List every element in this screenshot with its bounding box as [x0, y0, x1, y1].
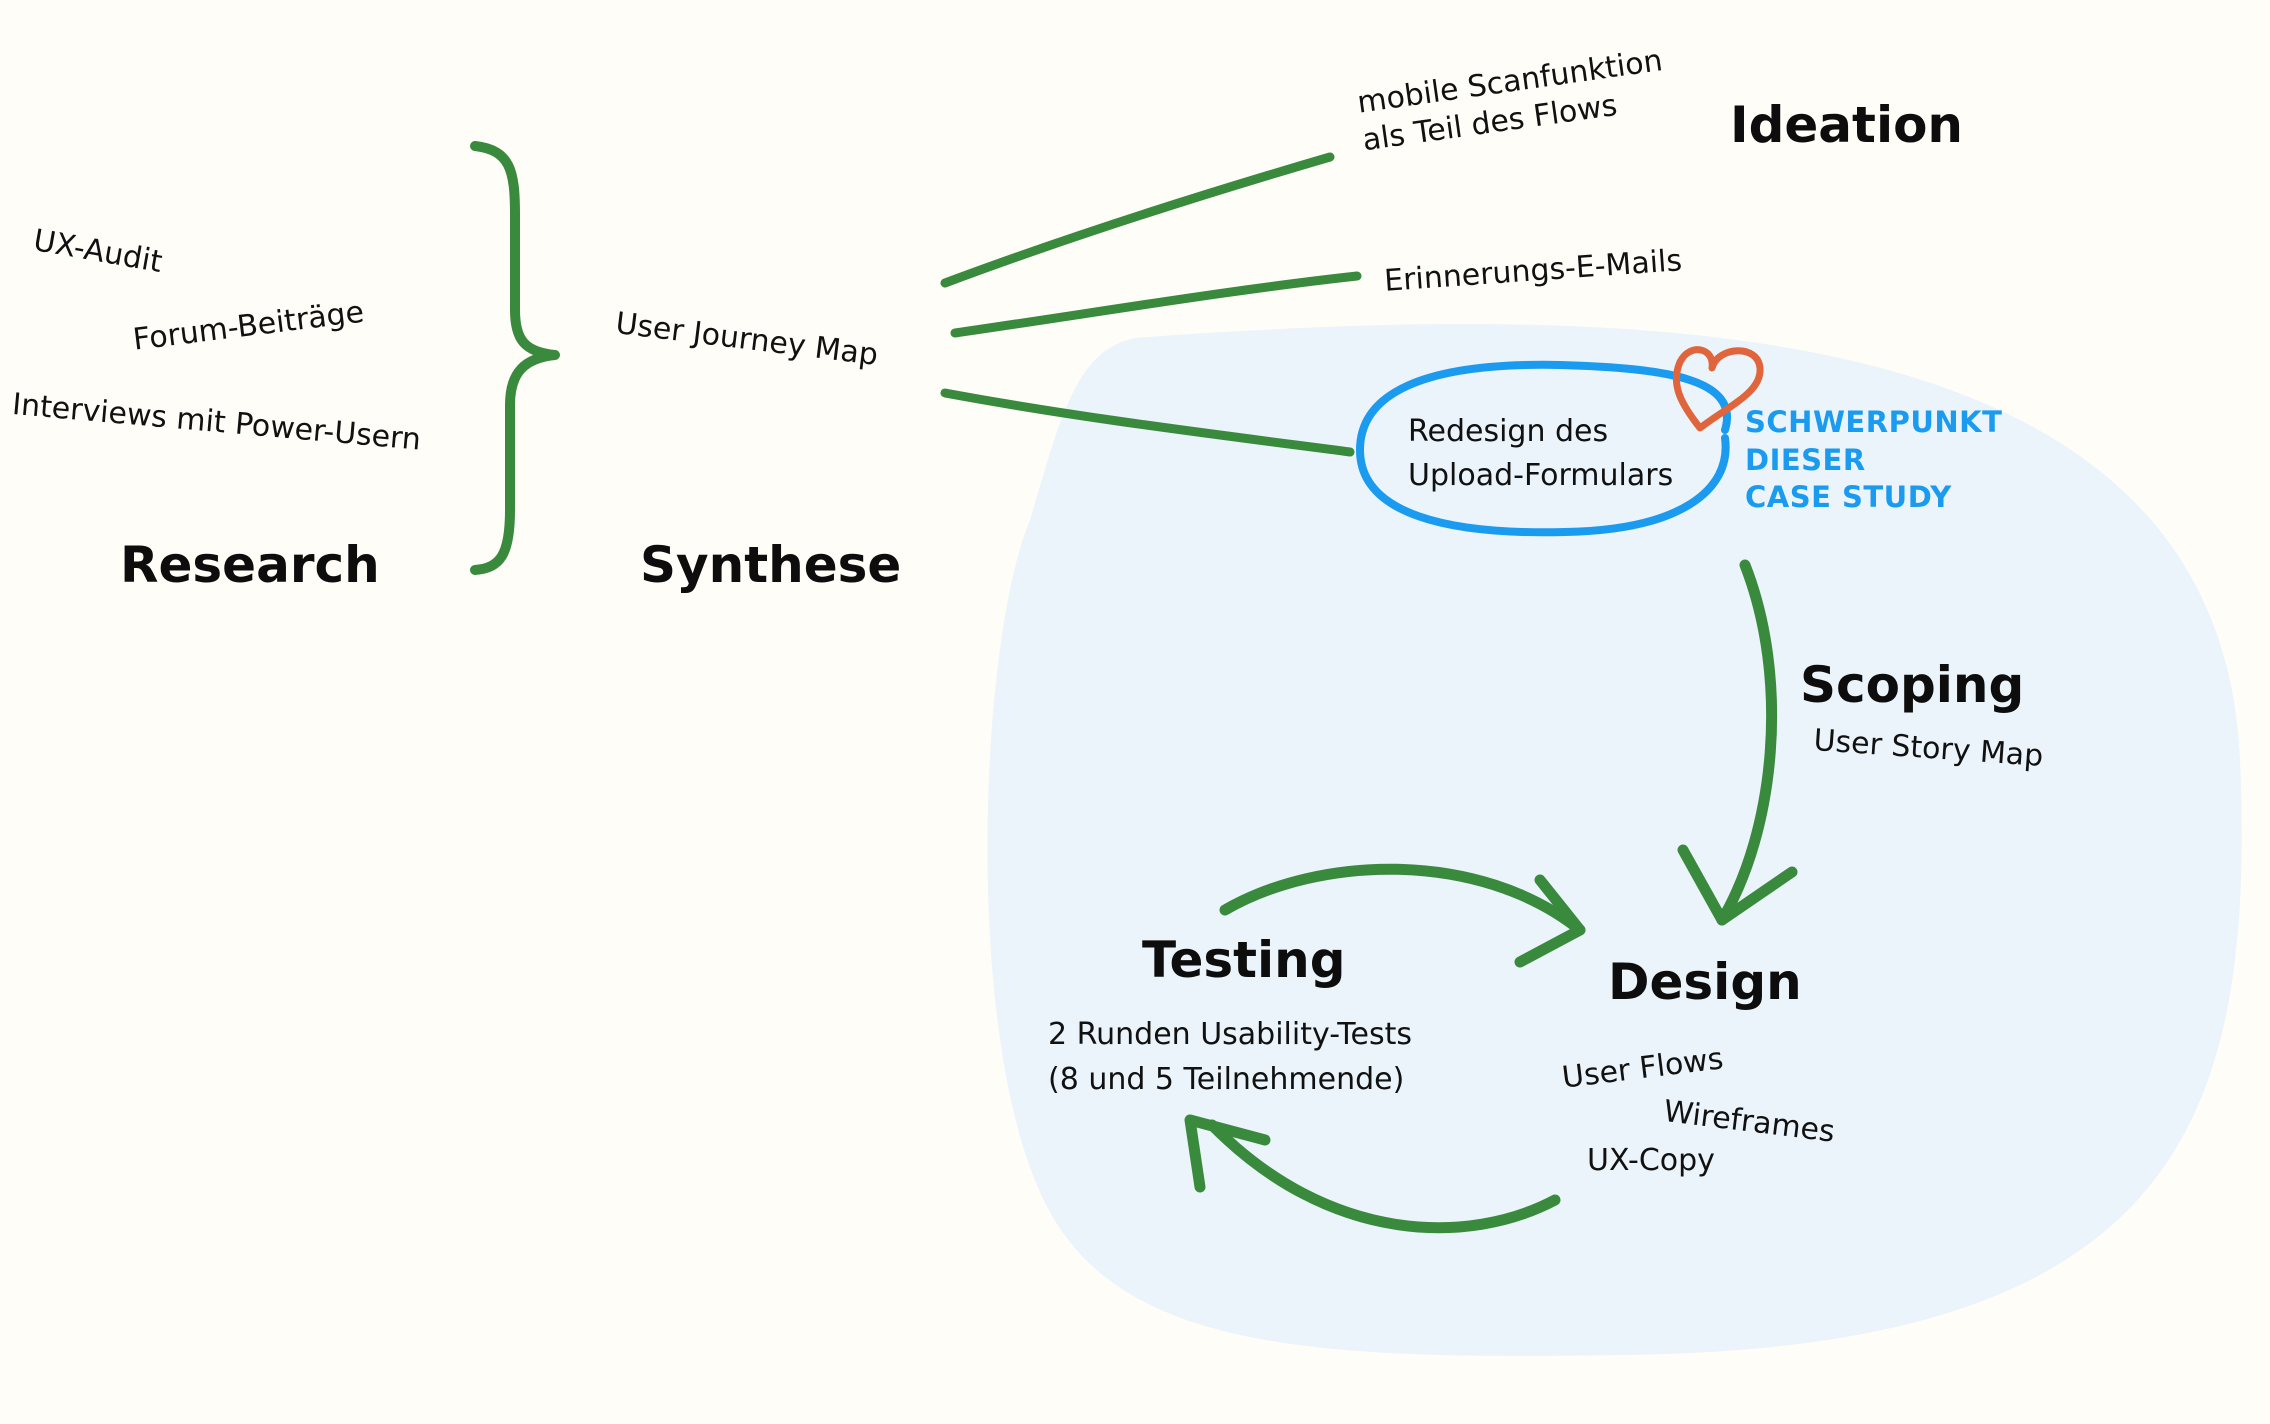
design-title: Design [1608, 953, 1802, 1011]
testing-detail-1: 2 Runden Usability-Tests [1048, 1017, 1412, 1052]
focus-note-line-3: CASE STUDY [1745, 480, 1952, 515]
scoping-title: Scoping [1800, 656, 2025, 714]
focus-note: SCHWERPUNKT DIESER CASE STUDY [1745, 404, 2002, 517]
focus-area-blob [987, 324, 2242, 1356]
testing-details: 2 Runden Usability-Tests (8 und 5 Teilne… [1048, 1012, 1412, 1102]
curly-brace [470, 141, 560, 575]
focus-idea-upload-form: Redesign des Upload-Formulars [1408, 410, 1673, 497]
connector-line-mails [950, 271, 1362, 338]
focus-note-line-2: DIESER [1745, 442, 1866, 477]
focus-note-line-1: SCHWERPUNKT [1745, 405, 2003, 439]
arrow-left [1206, 1119, 1561, 1234]
arrow-right-head [1514, 874, 1586, 968]
design-item-ux-copy: UX-Copy [1587, 1143, 1715, 1178]
arrow-right [1219, 863, 1586, 936]
testing-detail-2: (8 und 5 Teilnehmende) [1048, 1062, 1405, 1097]
focus-idea-line-1: Redesign des [1408, 414, 1609, 449]
ideation-title: Ideation [1730, 96, 1964, 154]
focus-ellipse [1355, 360, 1731, 537]
arrow-left-head [1184, 1114, 1271, 1193]
connector-line-upload [940, 388, 1355, 457]
arrow-down-head [1677, 844, 1798, 926]
testing-title: Testing [1142, 931, 1346, 989]
synthese-title: Synthese [640, 536, 902, 594]
arrow-down [1716, 559, 1778, 926]
connector-line-scan [940, 152, 1335, 288]
focus-idea-line-2: Upload-Formulars [1408, 457, 1674, 493]
heart-icon [1672, 346, 1764, 432]
research-title: Research [120, 536, 380, 594]
